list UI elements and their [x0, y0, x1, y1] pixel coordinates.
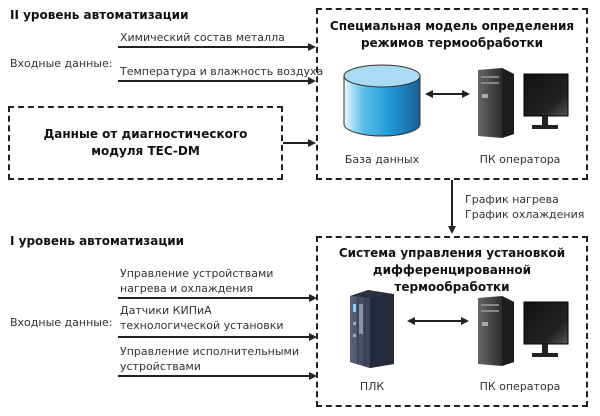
level1-input-actuators-line1: Управление исполнительными [120, 345, 300, 358]
level2-input-chemical: Химический состав металла [120, 31, 285, 44]
arrowhead-icon [308, 43, 316, 51]
bidirectional-arrow-icon [407, 317, 469, 325]
transfer-arrow-line [451, 180, 453, 228]
model-box-title-line2: режимов термообработки [360, 36, 544, 50]
arrowhead-icon [309, 294, 317, 302]
thermal-model-box: Специальная модель определения режимов т… [316, 8, 588, 180]
arrowhead-down-icon [448, 226, 456, 234]
control-system-box: Система управления установкой дифференци… [316, 236, 588, 407]
diagnostic-module-box: Данные от диагностического модуля TEC-DM [8, 106, 283, 180]
diagnostic-box-line1: Данные от диагностического [43, 127, 248, 141]
pc-operator-label-top: ПК оператора [479, 153, 561, 166]
model-box-title-line1: Специальная модель определения [329, 19, 575, 33]
input-arrow-line [118, 80, 308, 82]
level1-inputs-label: Входные данные: [10, 316, 113, 329]
desktop-computer-icon [478, 296, 569, 366]
level2-inputs-label: Входные данные: [10, 57, 113, 70]
arrowhead-icon [309, 372, 317, 380]
control-box-title-line1: Система управления установкой [338, 246, 566, 260]
level1-input-sensors-line1: Датчики КИПиА [120, 304, 212, 317]
input-arrow-line [118, 336, 310, 338]
plc-controller-icon [350, 290, 394, 368]
level2-input-temperature: Температура и влажность воздуха [120, 65, 324, 78]
arrowhead-icon [309, 333, 317, 341]
bidirectional-arrow-icon [425, 90, 470, 98]
arrowhead-icon [308, 139, 316, 147]
level1-input-heating-control-line1: Управление устройствами [120, 267, 274, 280]
database-label: База данных [344, 153, 420, 166]
level1-input-sensors-line2: технологической установки [120, 319, 284, 332]
input-arrow-line [118, 297, 310, 299]
pc-operator-label-bottom: ПК оператора [479, 380, 561, 393]
level1-title: I уровень автоматизации [10, 234, 185, 248]
desktop-computer-icon [478, 68, 569, 138]
level1-input-heating-control-line2: нагрева и охлаждения [120, 282, 254, 295]
level2-title: II уровень автоматизации [10, 8, 189, 22]
diagnostic-box-line2: модуля TEC-DM [91, 144, 200, 158]
diag-arrow-line [283, 142, 308, 144]
cooling-schedule-label: График охлаждения [465, 208, 585, 221]
input-arrow-line [118, 375, 310, 377]
arrowhead-icon [308, 77, 316, 85]
heating-schedule-label: График нагрева [465, 193, 559, 206]
control-box-title-line2: дифференцированной термообработки [372, 263, 532, 294]
plc-label: ПЛК [359, 380, 385, 393]
level1-input-actuators-line2: устройствами [120, 360, 201, 373]
input-arrow-line [118, 46, 308, 48]
database-cylinder-icon [343, 64, 421, 137]
